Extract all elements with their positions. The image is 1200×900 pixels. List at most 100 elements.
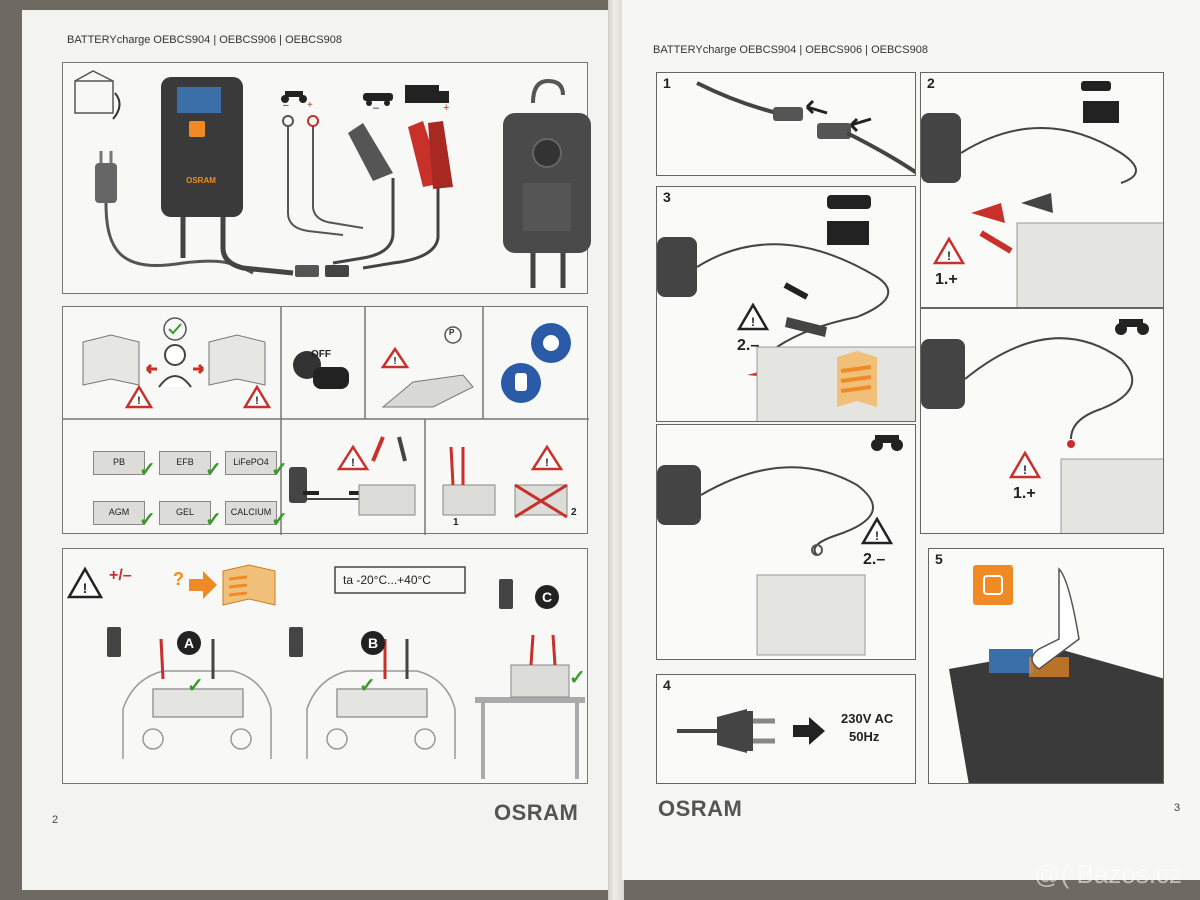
battery-clamps: – + [332,102,453,270]
svg-text:+: + [307,100,313,111]
svg-text:!: ! [545,457,549,469]
step-3-panel: 3 ! 2.– [656,186,916,422]
arrow-icon [189,571,217,599]
power-spec-frequency: 50Hz [849,729,880,744]
step-2-panel: 2 ! 1.+ [920,72,1164,308]
check-icon: ✓ [205,459,222,481]
plug-in-illustration [677,709,825,753]
charger-back [503,78,591,288]
ignition-off-icon [293,351,349,389]
charger-front: OSRAM [161,77,294,276]
safety-illustration: ! ! ! [63,307,589,535]
parking-brake-icon: ! [380,326,474,408]
svg-text:!: ! [875,529,879,543]
power-spec-voltage: 230V AC [841,711,894,726]
step-1-panel: 1 [656,72,916,176]
check-icon: ✓ [271,509,288,531]
warning-icon [66,566,104,599]
motorbike-connection-illustration: ! [657,435,903,656]
temperature-range: ta -20°C...+40°C [343,573,431,587]
connect-negative-illustration: ! [657,195,915,421]
battery-type-agm: AGM [93,501,145,525]
book-spine [608,0,624,900]
polarity-icon: ! [289,436,416,516]
unbox-icon [74,70,121,120]
left-brand-logo: OSRAM [494,800,579,825]
battery-type-gel: GEL [159,501,211,525]
off-label: OFF [311,349,331,360]
step-3b-instruction: 2.– [863,551,886,568]
connector-plug-b [325,265,349,277]
connection-methods-panel: ! [62,548,588,784]
right-page: BATTERYcharge OEBCS904 | OEBCS906 | OEBC… [622,0,1200,880]
connect-cable-illustration [696,81,915,175]
battery-type-efb: EFB [159,451,211,475]
manual-icon [837,351,877,407]
multi-battery-icon: ! [442,444,568,519]
step-3b-panel: ! 2.– [656,424,916,660]
check-icon: ✓ [569,667,586,689]
right-brand-logo: OSRAM [658,796,743,821]
svg-text:!: ! [83,580,88,596]
step-2b-panel: ! 1.+ [920,308,1164,534]
step-number: 2 [927,75,935,91]
step-number: 4 [663,677,671,693]
method-b-badge: B [361,631,385,655]
overview-panel: OSRAM – + – + [62,62,591,294]
right-header: BATTERYcharge OEBCS904 | OEBCS906 | OEBC… [653,44,928,56]
car-front-b [306,670,456,759]
svg-text:!: ! [137,395,141,407]
power-on-illustration [949,567,1163,783]
method-c-badge: C [535,585,559,609]
method-a-badge: A [177,631,201,655]
battery-type-pb: PB [93,451,145,475]
svg-text:!: ! [255,395,259,407]
svg-text:OSRAM: OSRAM [186,176,216,185]
power-button-icon [973,565,1013,605]
battery-type-lifepo4: LiFePO4 [225,451,277,475]
vehicle-icons [281,85,449,106]
step-number: 1 [663,75,671,91]
ring-terminals: – + [282,100,364,236]
check-icon: ✓ [139,509,156,531]
battery-type-calcium: CALCIUM [225,501,277,525]
motorbike-positive-illustration: ! [921,319,1163,533]
read-manual-icon: ! ! [82,317,272,409]
step-2b-instruction: 1.+ [1013,485,1036,502]
connection-label-2: 2 [571,507,577,518]
svg-text:–: – [373,102,380,114]
svg-text:!: ! [751,315,755,329]
workbench-icon [475,634,585,779]
safety-panel: ! ! ! [62,306,589,535]
manual-icon [222,564,276,606]
step-number: 3 [663,189,671,205]
step-5-panel: 5 [928,548,1164,784]
check-icon: ✓ [359,675,376,697]
connect-positive-illustration: ! [921,81,1163,307]
svg-text:!: ! [1023,463,1027,477]
arrow-right-icon [793,717,825,745]
step-3-instruction: 2.– [737,337,760,354]
step-2-instruction: 1.+ [935,271,958,288]
ppe-icons [501,323,571,403]
right-page-number: 3 [1174,802,1181,814]
check-icon: ✓ [271,459,288,481]
step-number: 5 [935,551,943,567]
svg-text:!: ! [393,356,396,367]
polarity-label: +/– [109,567,132,584]
svg-text:!: ! [351,457,355,469]
watermark: @( Bazos.cz [1034,859,1182,889]
svg-text:!: ! [947,249,951,263]
step-4-panel: 4 230V AC 50Hz [656,674,916,784]
question-label: ? [173,569,184,589]
connection-methods-illustration: ! [66,564,585,779]
svg-text:+: + [443,102,449,114]
connector-plug-a [295,265,319,277]
left-header: BATTERYcharge OEBCS904 | OEBCS906 | OEBC… [67,34,342,46]
car-front-a [122,670,272,759]
svg-text:–: – [283,100,289,111]
check-icon: ✓ [187,675,204,697]
parking-label: P [449,328,455,337]
connection-label-1: 1 [453,517,459,528]
check-icon: ✓ [139,459,156,481]
